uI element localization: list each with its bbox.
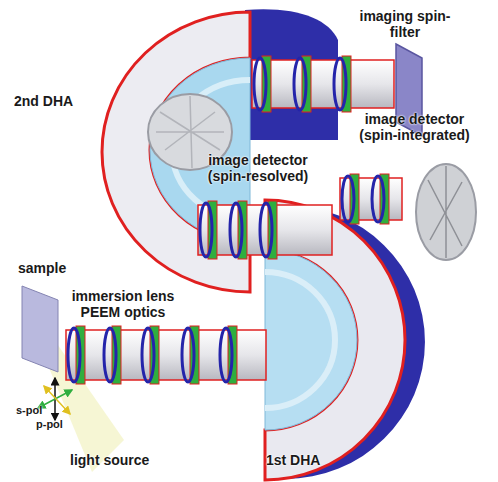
part-label: image detector (spin-resolved) (198, 152, 318, 184)
lens-rim (230, 203, 242, 257)
part-label: imaging spin-filter (355, 8, 455, 40)
lens-rim (200, 203, 212, 257)
polarization-arrow (44, 386, 70, 414)
lens-ring (200, 201, 277, 259)
part-label: s-pol (16, 404, 60, 417)
part-label: image detector (spin-integrated) (352, 111, 477, 143)
part-label: p-pol (36, 418, 80, 431)
lens-rim (182, 328, 194, 382)
part-label: immersion lens PEEM optics (62, 288, 184, 320)
lens-rim (372, 176, 384, 222)
part-label: sample (18, 260, 88, 276)
detector-pattern (428, 166, 462, 258)
analyzer-inner-sheen (265, 272, 335, 408)
lens-rim (104, 328, 116, 382)
part-label: light source (70, 452, 180, 468)
lens-rim (294, 58, 306, 110)
lens-rim (254, 58, 266, 110)
lens-ring (342, 174, 389, 224)
part-label: 2nd DHA (14, 93, 94, 109)
sample-plate (22, 286, 58, 372)
lens-rim (142, 328, 154, 382)
lens-column (252, 60, 394, 108)
polarization-arrow (38, 390, 72, 408)
lens-column (198, 205, 332, 255)
lens-rim (260, 203, 272, 257)
detector-screen (416, 164, 476, 260)
lens-rim (334, 58, 346, 110)
lens-ring (254, 56, 351, 112)
lens-rim (68, 328, 80, 382)
analyzer-cavity (265, 250, 357, 430)
lens-rim (220, 328, 232, 382)
part-label: 1st DHA (266, 452, 346, 468)
lens-rim (342, 176, 354, 222)
lens-ring (68, 326, 237, 384)
